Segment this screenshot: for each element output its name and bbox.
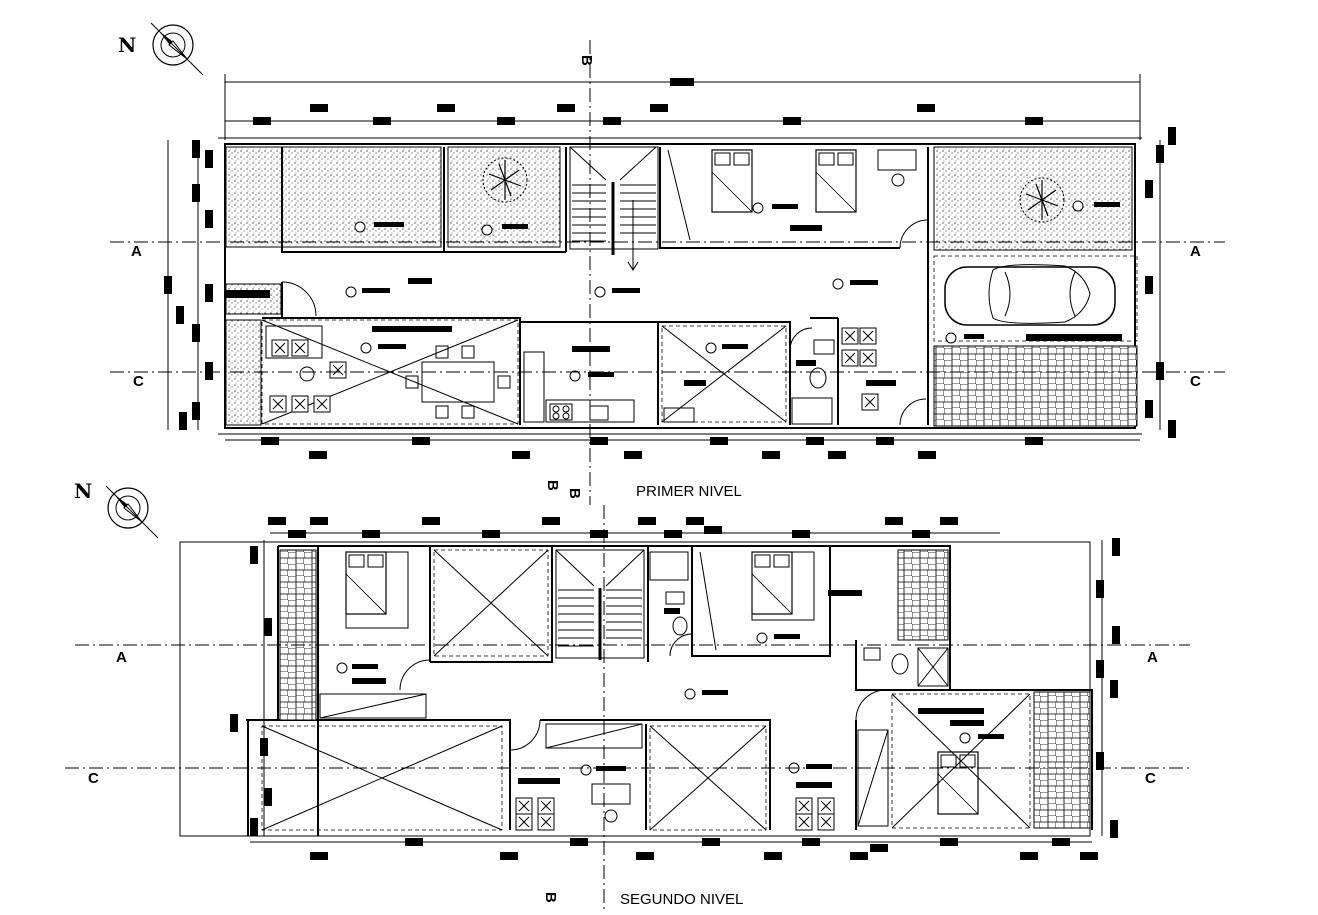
dimension-ticks-top	[268, 517, 958, 538]
sofa-icon	[329, 361, 347, 379]
paved-area	[933, 345, 1138, 427]
plan-primer-nivel: A A C C B B B PRIMER NIVEL	[110, 40, 1225, 505]
axis-label-c: C	[1145, 770, 1156, 787]
stove-icon	[515, 797, 533, 815]
dimension-ticks-bottom	[261, 437, 1043, 459]
north-arrow-bottom: N	[74, 479, 159, 539]
room-tags	[336, 590, 1004, 788]
garden-area	[933, 146, 1133, 251]
level-title-segundo-nivel: SEGUNDO NIVEL	[620, 891, 743, 908]
paved-area	[1033, 691, 1091, 829]
bed-icon	[345, 551, 387, 615]
sofa-icon	[861, 393, 879, 411]
sink-icon	[589, 405, 609, 421]
north-label: N	[118, 33, 136, 57]
sofa-icon	[291, 395, 309, 413]
garden-area	[225, 283, 282, 315]
sofa-icon	[859, 327, 877, 345]
section-label-b: B	[542, 892, 559, 903]
toilet-icon	[809, 339, 835, 389]
dimension-ticks-top	[253, 104, 1043, 125]
section-label-b: B	[578, 55, 595, 66]
stove-icon	[795, 797, 813, 815]
car-icon	[944, 264, 1116, 326]
dimension-ticks-bottom	[310, 838, 1098, 860]
sofa-icon	[269, 395, 287, 413]
toilet-icon	[665, 591, 909, 675]
dimension-ticks-left	[164, 140, 213, 430]
axis-label-c: C	[88, 770, 99, 787]
axis-label-c: C	[133, 373, 144, 390]
bed-icon	[711, 149, 753, 213]
plan-segundo-nivel: A A C C B SEGUNDO NIVEL	[65, 505, 1190, 910]
stove-icon	[537, 813, 555, 831]
axis-label-a: A	[1190, 243, 1201, 260]
dimension-ticks-right	[1145, 127, 1176, 438]
stove-icon	[817, 797, 835, 815]
sofa-icon	[271, 339, 289, 357]
stair-icon	[569, 146, 659, 271]
paved-area	[897, 549, 949, 641]
axis-label-a: A	[116, 649, 127, 666]
north-arrow-icon	[150, 22, 204, 76]
level-title-primer-nivel: PRIMER NIVEL	[636, 483, 742, 500]
north-arrow-icon	[105, 485, 159, 539]
stove-icon	[549, 403, 573, 421]
paved-area	[279, 549, 317, 721]
bed-icon	[815, 149, 857, 213]
section-label-b: B	[544, 480, 561, 491]
stove-icon	[817, 813, 835, 831]
north-arrow-top: N	[118, 22, 204, 76]
axis-label-a: A	[131, 243, 142, 260]
stove-icon	[537, 797, 555, 815]
dimension-ticks-right	[1096, 538, 1120, 838]
section-label-b: B	[566, 488, 583, 499]
room-tags	[226, 200, 1122, 386]
garden-area	[447, 146, 561, 248]
stove-icon	[795, 813, 813, 831]
stove-icon	[515, 813, 533, 831]
dimension-ticks-left	[230, 546, 272, 836]
sofa-icon	[841, 327, 859, 345]
sofa-icon	[291, 339, 309, 357]
sofa-icon	[841, 349, 859, 367]
garden-area	[225, 146, 442, 248]
sofa-icon	[313, 395, 331, 413]
stair-icon	[555, 549, 645, 660]
north-label: N	[74, 479, 92, 503]
dining-table-icon	[405, 345, 511, 419]
bed-icon	[937, 751, 979, 815]
axis-label-c: C	[1190, 373, 1201, 390]
bed-icon	[751, 551, 793, 615]
axis-label-a: A	[1147, 649, 1158, 666]
sofa-icon	[859, 349, 877, 367]
